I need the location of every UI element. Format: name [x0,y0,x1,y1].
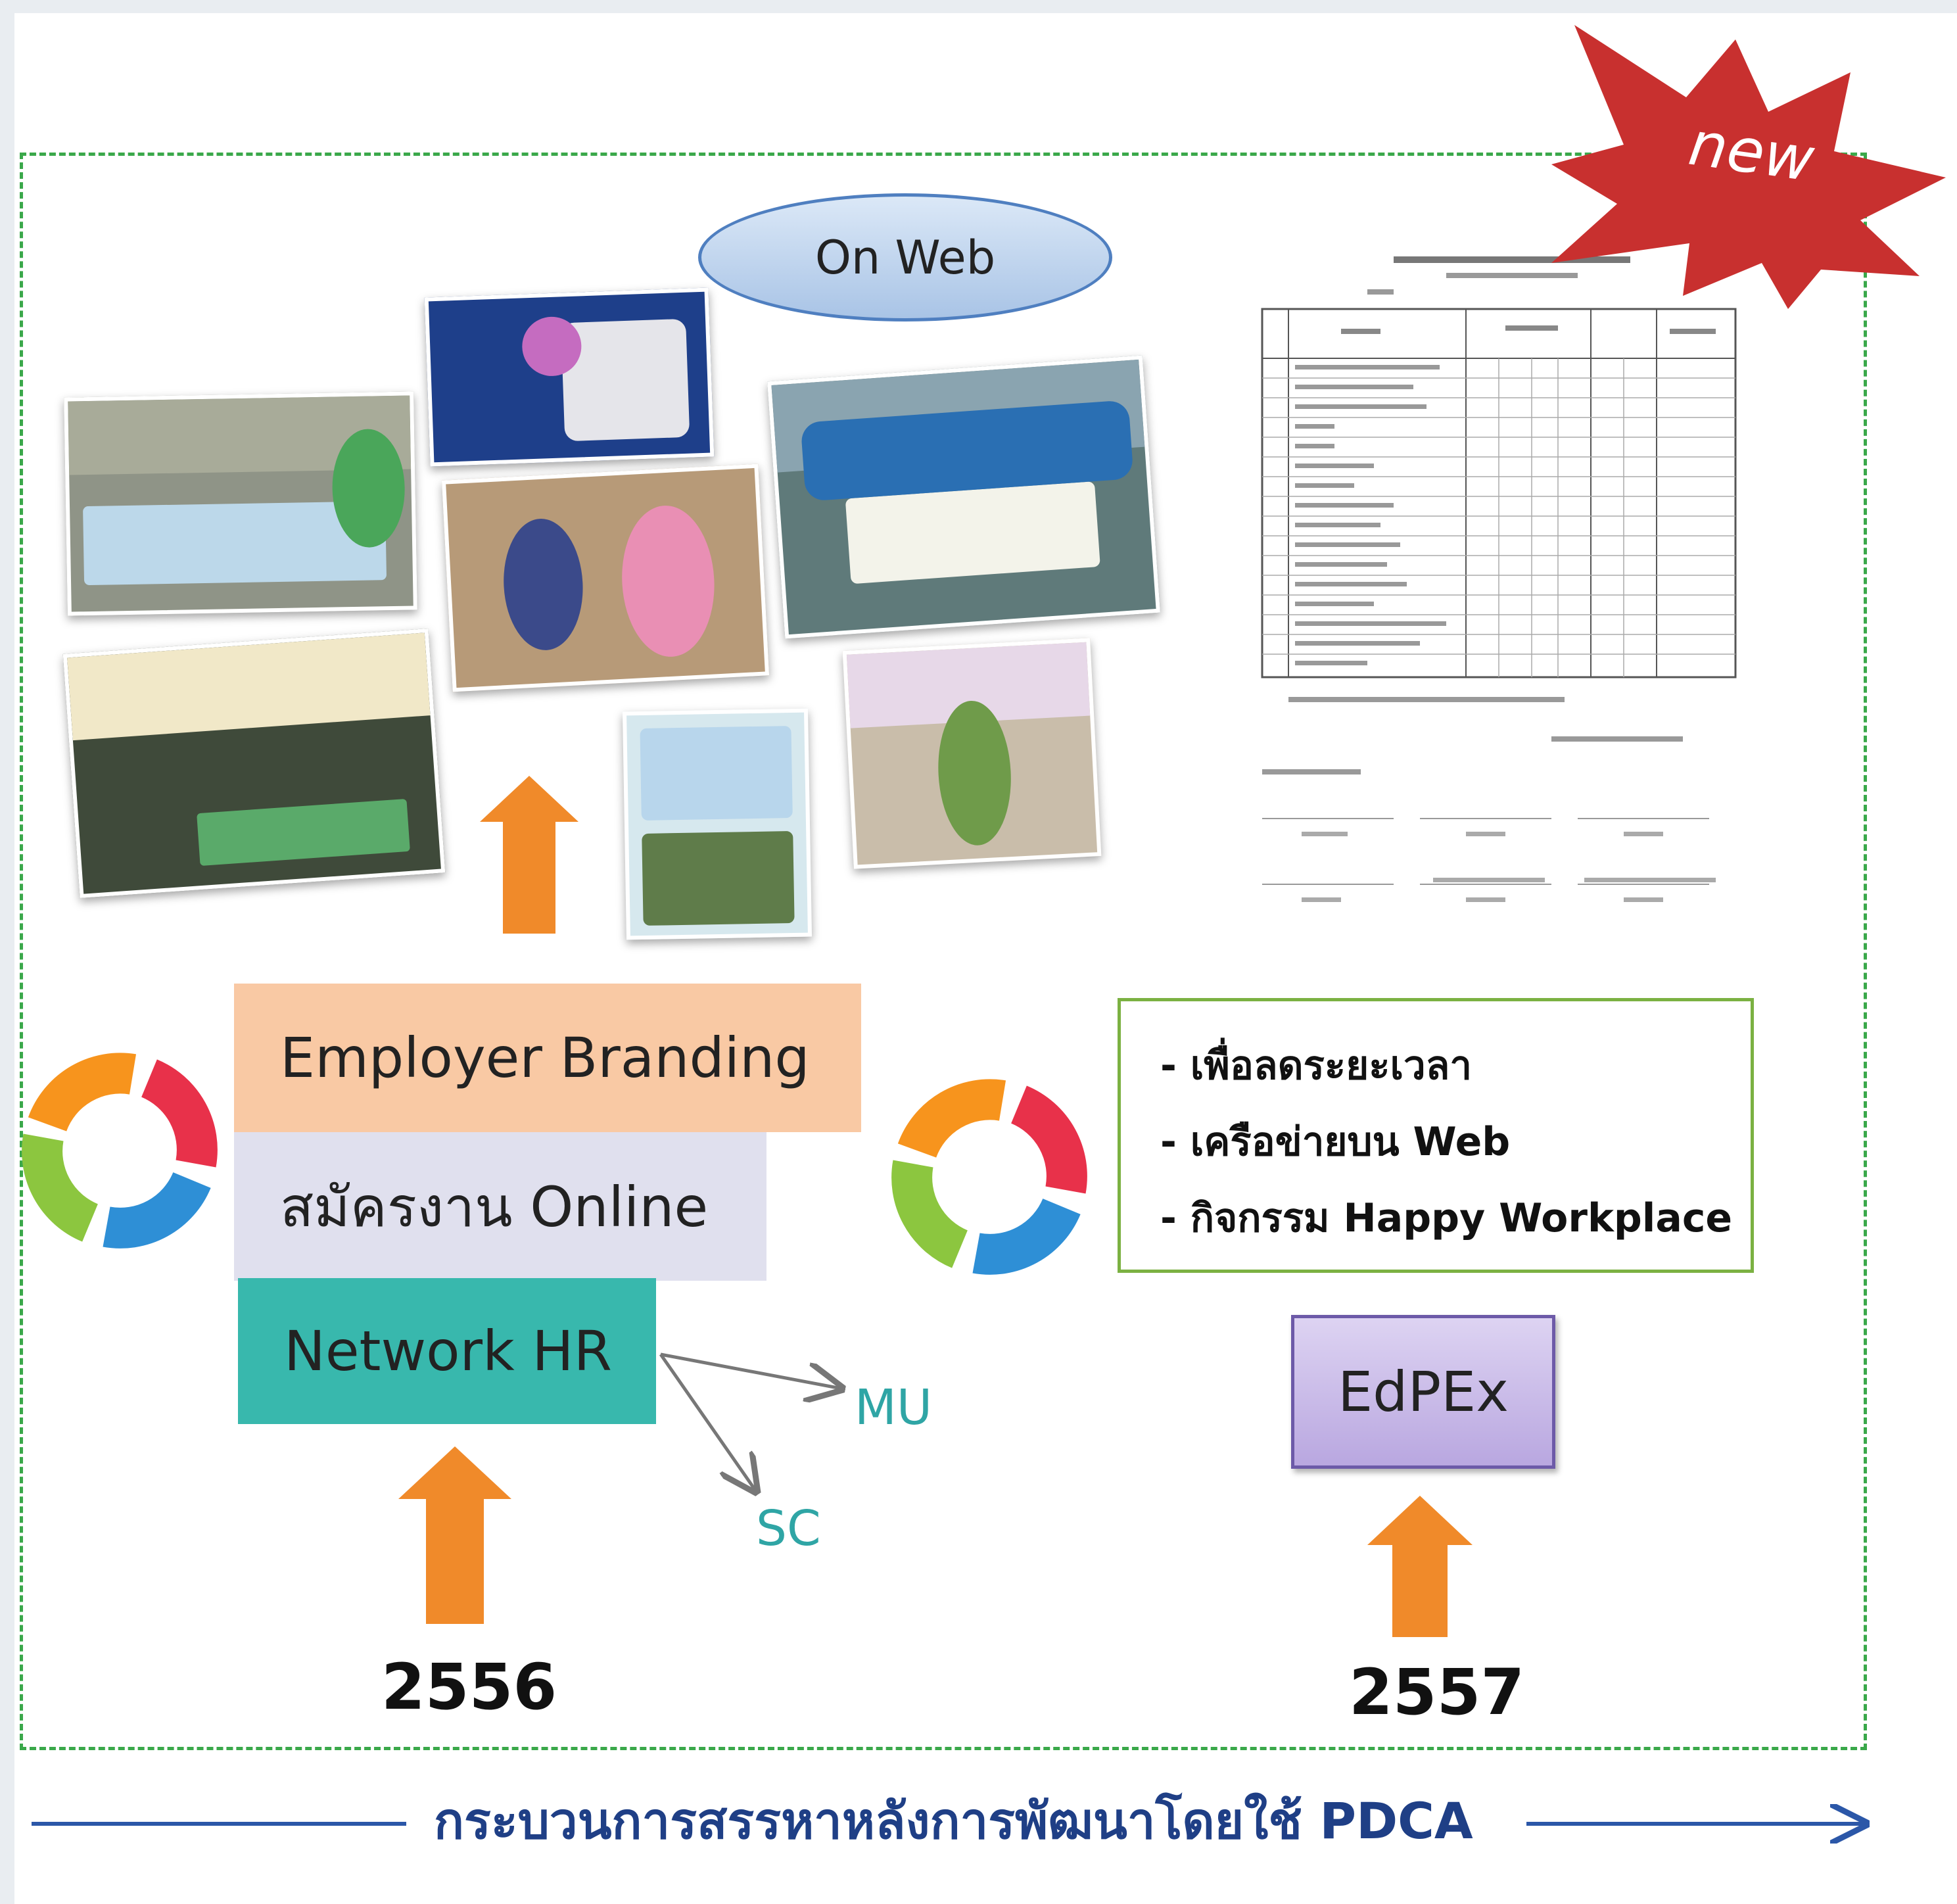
background-band-top [0,0,1957,13]
background-band-left [0,0,14,1904]
on-web-label: On Web [814,230,996,285]
new-badge-text: new [1685,108,1819,196]
edpex-box: EdPEx [1291,1315,1555,1469]
new-badge: new [1551,25,1946,309]
employer-branding-label: Employer Branding [280,1026,810,1090]
timeline-caption: กระบวนการสรรหาหลังการพัฒนาโดยใช้ PDCA [434,1792,1473,1850]
network-hr-label: Network HR [284,1319,612,1383]
sc-label: SC [756,1500,821,1557]
arrow-up-2556 [398,1446,511,1624]
pdca-act-arc [22,1133,99,1242]
benefit-line-3: - กิจกรรม Happy Workplace [1160,1195,1733,1241]
pdca-cycle-icon-right [891,1079,1087,1275]
edpex-label: EdPEx [1338,1360,1509,1424]
arrow-up-2557 [1367,1496,1473,1637]
pdca-act-arc [891,1160,968,1268]
on-web-oval: On Web [698,193,1112,321]
evaluation-form-image [1249,237,1749,947]
pdca-cycle-icon-left [22,1053,218,1249]
online-application-box: สมัครงาน Online [234,1132,766,1281]
pdca-plan-arc [28,1053,137,1132]
pdca-check-arc [103,1172,211,1249]
pdca-plan-arc [897,1079,1006,1158]
pdca-do-arc [1010,1085,1087,1194]
arrow-to-sc [659,1353,756,1491]
dashed-frame [20,153,1867,1750]
benefit-line-2: - เครือข่ายบน Web [1160,1119,1511,1165]
pdca-do-arc [141,1059,218,1168]
benefits-box: - เพื่อลดระยะเวลา - เครือข่ายบน Web - กิ… [1118,998,1754,1273]
benefit-line-1: - เพื่อลดระยะเวลา [1160,1043,1473,1089]
year-2556: 2556 [381,1650,557,1724]
pdca-check-arc [972,1198,1081,1275]
network-hr-box: Network HR [238,1278,656,1424]
year-2557: 2557 [1349,1655,1525,1729]
starburst-shape [1551,25,1946,309]
arrow-up-to-photos [480,776,578,934]
online-application-label: สมัครงาน Online [280,1175,709,1239]
employer-branding-box: Employer Branding [234,984,861,1132]
arrow-to-mu [660,1352,841,1389]
mu-label: MU [855,1379,933,1436]
